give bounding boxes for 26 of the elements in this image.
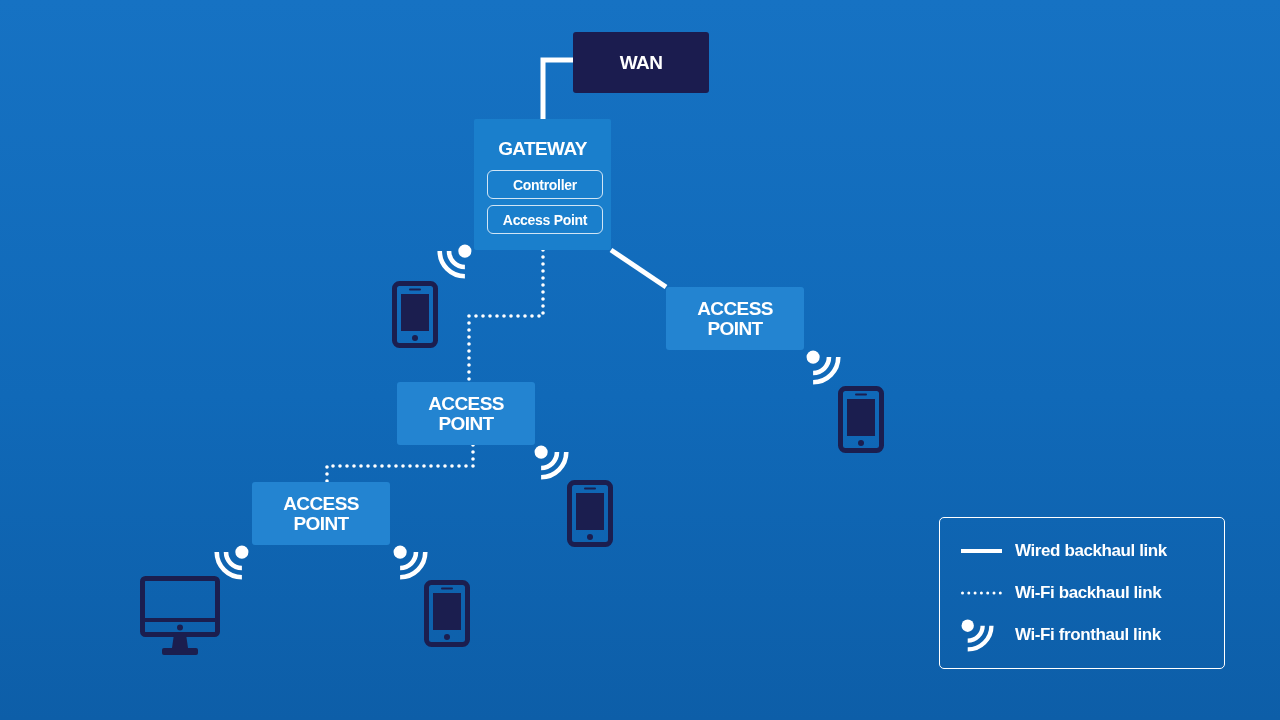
module-box (487, 170, 603, 199)
access-point-box (252, 482, 390, 545)
node-label: ACCESS POINT (283, 493, 359, 534)
module-box (487, 205, 603, 234)
access-point-box (397, 382, 535, 445)
node-label: ACCESS POINT (428, 393, 504, 434)
legend-label: Wi-Fi backhaul link (1015, 582, 1162, 605)
node-label: Access Point (502, 211, 588, 228)
node-label: WAN (619, 51, 663, 74)
node-label: ACCESS POINT (697, 298, 773, 339)
legend-label: Wired backhaul link (1015, 540, 1167, 563)
dotted-link-line (325, 443, 475, 484)
gateway-panel (474, 119, 611, 250)
node-title: GATEWAY (498, 138, 587, 160)
node-label: Controller (513, 176, 577, 193)
phone-icon (392, 281, 438, 348)
legend-label: Wi-Fi fronthaul link (1015, 624, 1161, 647)
link-line (609, 247, 668, 290)
dotted-link-line (467, 248, 545, 384)
phone-icon (838, 386, 884, 453)
monitor-icon (140, 576, 220, 656)
access-point-box (666, 287, 804, 350)
phone-icon (567, 480, 613, 547)
wan-box (573, 32, 709, 93)
link-line (540, 57, 573, 119)
phone-icon (424, 580, 470, 647)
